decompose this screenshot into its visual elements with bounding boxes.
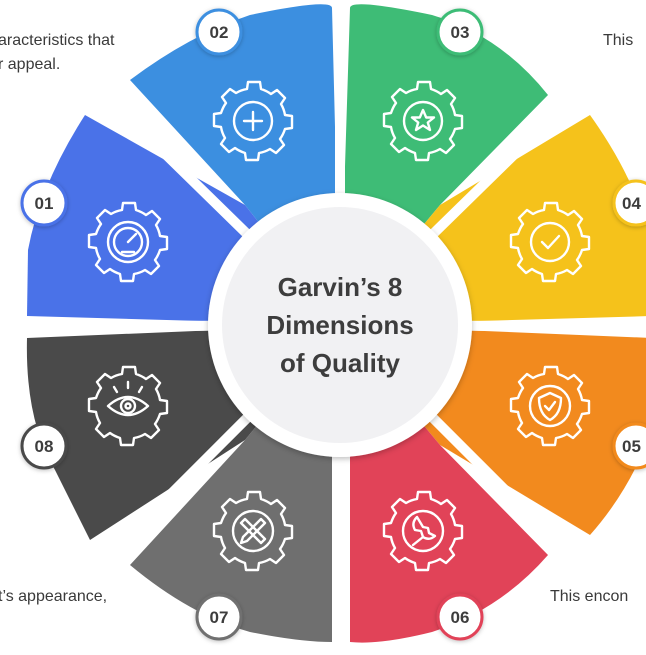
bottom-left-text: t’s appearance, — [0, 588, 108, 605]
badge-05-number: 05 — [622, 437, 641, 456]
badge-06: 06 — [436, 593, 484, 641]
badge-07-number: 07 — [210, 608, 229, 627]
badge-06-number: 06 — [451, 608, 470, 627]
title-line-2: Dimensions — [266, 310, 413, 340]
badge-04-number: 04 — [622, 194, 641, 213]
badge-02-number: 02 — [210, 23, 229, 42]
badge-02: 02 — [195, 8, 243, 56]
check-icon — [509, 201, 591, 283]
top-right-text: This — [603, 32, 634, 49]
bottom-right-text: This encon — [550, 588, 629, 605]
top-left-text-line-2: r appeal. — [0, 56, 61, 73]
badge-03: 03 — [436, 8, 484, 56]
title-line-1: Garvin’s 8 — [278, 272, 403, 302]
eye-icon — [87, 365, 169, 447]
badge-08: 08 — [20, 422, 68, 470]
gauge-icon — [87, 201, 169, 283]
badge-01: 01 — [20, 179, 68, 227]
badge-05: 05 — [612, 422, 646, 470]
title-line-3: of Quality — [280, 348, 400, 378]
badge-01-number: 01 — [35, 194, 54, 213]
star-icon — [382, 80, 464, 162]
center-inner-circle — [222, 207, 458, 443]
badge-04: 04 — [612, 179, 646, 227]
top-left-text-line-1: aracteristics that — [0, 32, 115, 49]
plus-icon — [212, 80, 294, 162]
wrench-icon — [382, 490, 464, 572]
badge-07: 07 — [195, 593, 243, 641]
badge-03-number: 03 — [451, 23, 470, 42]
badge-08-number: 08 — [35, 437, 54, 456]
shield-icon — [509, 365, 591, 447]
pencil-ruler-icon — [212, 490, 294, 572]
